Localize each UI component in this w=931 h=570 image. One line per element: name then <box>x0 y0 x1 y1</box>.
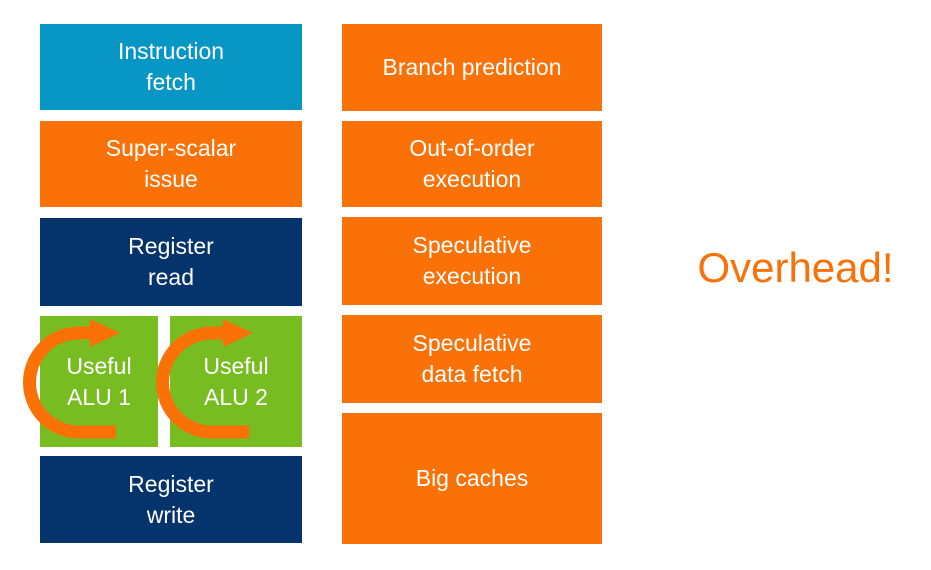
box-label-line: data fetch <box>421 361 523 387</box>
box-label-line: Out-of-order <box>409 135 535 161</box>
speculative-data-fetch-box: Speculative data fetch <box>342 315 602 403</box>
register-read-box: Register read <box>40 218 302 306</box>
branch-prediction-box: Branch prediction <box>342 24 602 111</box>
out-of-order-execution-box: Out-of-order execution <box>342 121 602 207</box>
super-scalar-issue-box: Super-scalar issue <box>40 121 302 207</box>
useful-alu-1-box: Useful ALU 1 <box>23 316 158 447</box>
box-label-line: fetch <box>146 69 196 95</box>
box-label-line: Instruction <box>117 38 225 64</box>
box-label-line: read <box>147 264 195 290</box>
box-label-line: Register <box>128 233 214 259</box>
register-write-box: Register write <box>40 456 302 543</box>
box-label-line: ALU 2 <box>204 383 268 410</box>
box-label-line: Speculative <box>412 330 532 356</box>
box-label-line: Speculative <box>412 232 532 258</box>
overhead-label: Overhead! <box>697 244 894 291</box>
box-label-line: write <box>146 501 196 528</box>
big-caches-box: Big caches <box>342 413 602 544</box>
box-label-line: execution <box>422 263 522 289</box>
instruction-fetch-box: Instruction fetch <box>40 24 302 110</box>
box-label-line: Big caches <box>415 465 529 491</box>
box-label-line: Super-scalar <box>105 135 237 161</box>
box-label-line: Branch prediction <box>382 54 562 80</box>
box-label-line: execution <box>422 166 522 192</box>
box-label-line: Register <box>128 470 214 497</box>
speculative-execution-box: Speculative execution <box>342 217 602 305</box>
box-label-line: Useful <box>203 352 269 379</box>
useful-alu-2-box: Useful ALU 2 <box>156 316 302 447</box>
box-label-line: ALU 1 <box>67 383 131 410</box>
box-label-line: Useful <box>66 352 132 379</box>
box-label-line: issue <box>144 166 198 192</box>
